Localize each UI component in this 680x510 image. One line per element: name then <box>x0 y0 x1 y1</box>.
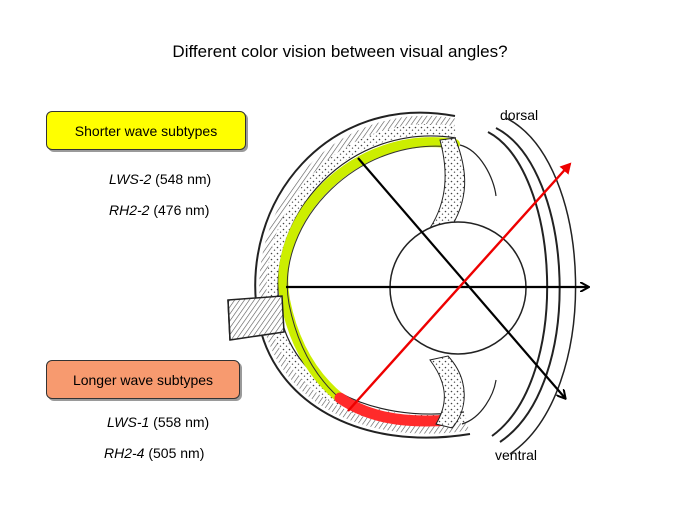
gene-name: LWS-2 <box>109 171 152 187</box>
diagonal-axis-arrow <box>357 157 565 398</box>
short-wave-label-box: Shorter wave subtypes <box>46 111 246 150</box>
long-wave-retina-region <box>334 392 456 427</box>
short-wave-retina-region <box>278 137 460 403</box>
long-wave-label-box: Longer wave subtypes <box>46 360 240 399</box>
ventral-label: ventral <box>495 447 538 463</box>
gene-lws1: LWS-1 (558 nm) <box>107 414 209 430</box>
short-wave-label: Shorter wave subtypes <box>74 122 218 139</box>
long-wave-label: Longer wave subtypes <box>72 371 214 388</box>
gene-name: RH2-4 <box>104 445 145 461</box>
gene-wavelength: (558 nm) <box>153 414 210 430</box>
gene-wavelength: (505 nm) <box>148 445 205 461</box>
red-visual-axis-arrow <box>347 162 572 412</box>
gene-rh2-4: RH2-4 (505 nm) <box>104 445 204 461</box>
ciliary-body <box>429 137 497 429</box>
gene-wavelength: (476 nm) <box>153 202 210 218</box>
gene-lws2: LWS-2 (548 nm) <box>109 171 211 187</box>
gene-wavelength: (548 nm) <box>155 171 212 187</box>
optic-nerve <box>227 295 285 341</box>
cornea <box>487 117 577 455</box>
diagram-title: Different color vision between visual an… <box>172 42 508 61</box>
gene-name: LWS-1 <box>107 414 150 430</box>
dorsal-label: dorsal <box>500 107 539 123</box>
gene-rh2-2: RH2-2 (476 nm) <box>109 202 209 218</box>
gene-name: RH2-2 <box>109 202 150 218</box>
